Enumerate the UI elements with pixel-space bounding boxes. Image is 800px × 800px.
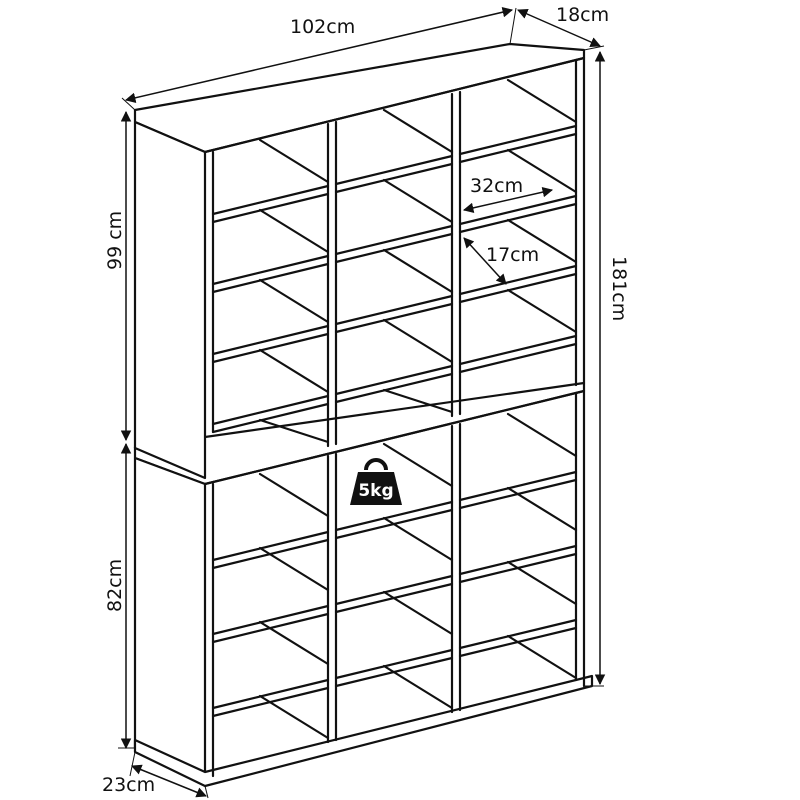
dimension-lines: [118, 7, 606, 799]
lower-shelves: [211, 412, 578, 740]
compartment-height-label: 17cm: [486, 244, 539, 266]
dimension-labels: 102cm 18cm 99 cm 82cm 181cm 23cm 32cm 17…: [102, 4, 630, 796]
kettlebell-weight-icon: 5kg: [350, 458, 402, 505]
depth-top-label: 18cm: [556, 4, 609, 26]
depth-bottom-dimension-line: [131, 764, 207, 798]
compartment-width-dimension-line: [462, 186, 554, 214]
upper-shelves: [211, 78, 578, 444]
upper-top-board: [133, 42, 586, 154]
upper-height-label: 99 cm: [104, 211, 126, 270]
lower-left-panel: [133, 456, 207, 782]
compartment-width-label: 32cm: [470, 175, 523, 197]
weight-label: 5kg: [358, 481, 393, 501]
width-dimension-line: [124, 7, 514, 103]
width-label: 102cm: [290, 16, 355, 38]
compartment-height-dimension-line: [463, 237, 507, 285]
lower-height-label: 82cm: [104, 559, 126, 612]
upper-left-panel: [133, 120, 207, 480]
depth-bottom-label: 23cm: [102, 774, 155, 796]
depth-top-dimension-line: [517, 8, 601, 48]
total-height-label: 181cm: [608, 256, 630, 321]
